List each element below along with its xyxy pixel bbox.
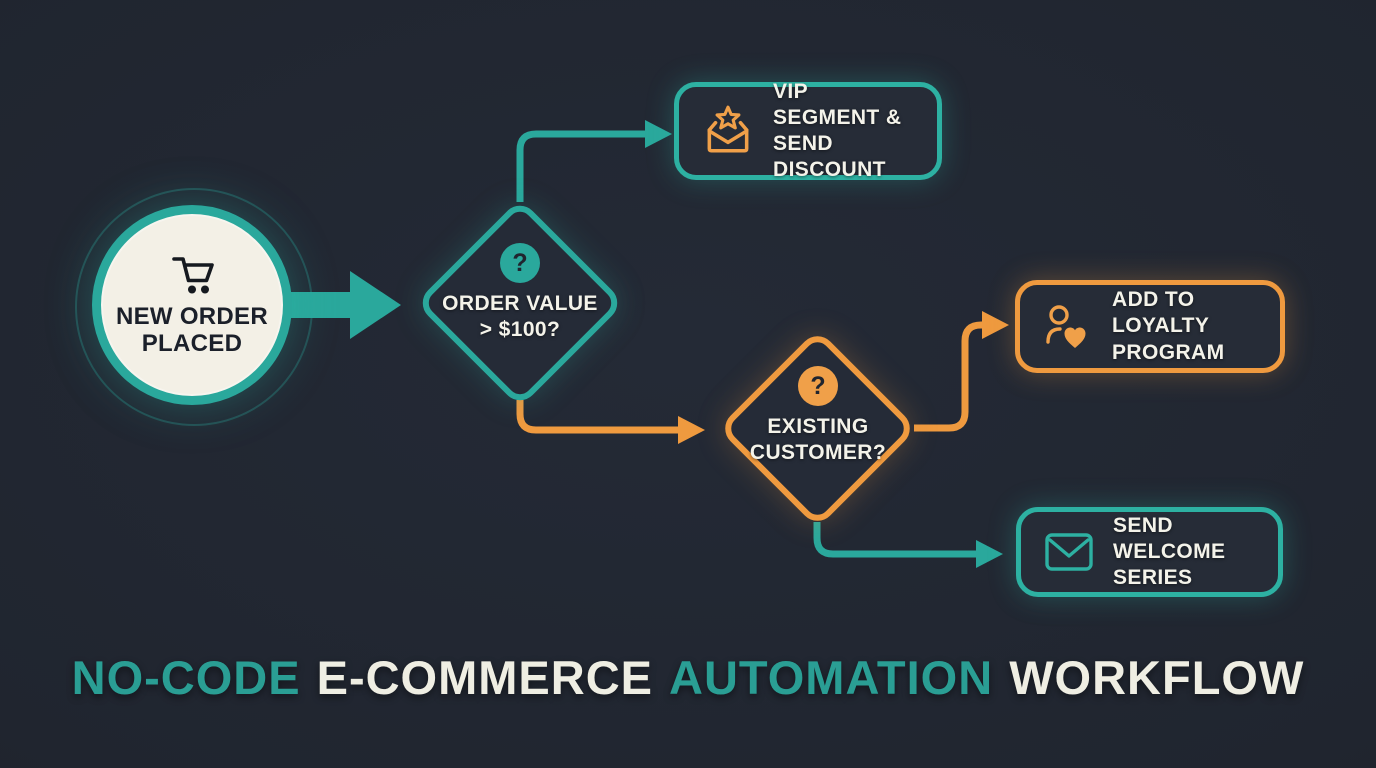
edge-start-to-decision1 <box>286 271 401 339</box>
action-vip-line2: SEND DISCOUNT <box>773 132 886 182</box>
decision2-label-line2: CUSTOMER? <box>749 440 887 464</box>
decision1-label-line2: > $100? <box>479 317 561 341</box>
edge-decision1-to-decision2 <box>516 400 705 444</box>
action-welcome-line1: SEND WELCOME <box>1113 513 1226 563</box>
action-loyalty-label: ADD TO LOYALTY PROGRAM <box>1112 287 1262 366</box>
star-envelope-icon <box>701 103 755 159</box>
envelope-icon <box>1043 531 1095 573</box>
start-label-line1: NEW ORDER <box>115 303 269 331</box>
action-loyalty-line1: ADD TO LOYALTY <box>1112 288 1210 338</box>
action-loyalty-line2: PROGRAM <box>1112 340 1225 364</box>
title-part-automation: AUTOMATION <box>669 651 994 704</box>
edge-decision1-to-vip <box>516 120 672 202</box>
start-node-outer-ring <box>75 188 313 426</box>
decision1-label: ORDER VALUE > $100? <box>442 291 598 342</box>
person-heart-icon <box>1042 302 1094 352</box>
action-welcome-box: SEND WELCOME SERIES <box>1016 507 1283 597</box>
question-mark-icon: ? <box>798 366 838 406</box>
title-part-nocode: NO-CODE <box>71 651 301 704</box>
action-vip-box: VIP SEGMENT & SEND DISCOUNT <box>674 80 942 181</box>
title-part-ecommerce: E-COMMERCE <box>316 651 653 704</box>
diagram-title: NO-CODE E-COMMERCE AUTOMATION WORKFLOW <box>0 650 1376 705</box>
decision1-label-line1: ORDER VALUE <box>442 292 598 315</box>
start-node-label: NEW ORDER PLACED <box>115 303 269 358</box>
action-welcome-label: SEND WELCOME SERIES <box>1113 513 1260 592</box>
action-loyalty-box: ADD TO LOYALTY PROGRAM <box>1015 280 1285 373</box>
title-part-workflow: WORKFLOW <box>1009 651 1305 704</box>
shopping-cart-icon <box>165 252 219 300</box>
edge-decision2-to-loyalty <box>914 311 1009 432</box>
decision1-content: ? ORDER VALUE > $100? <box>430 243 610 342</box>
start-label-line2: PLACED <box>141 330 243 357</box>
start-node: NEW ORDER PLACED <box>92 205 292 405</box>
question-mark-icon: ? <box>500 243 540 283</box>
action-vip-label: VIP SEGMENT & SEND DISCOUNT <box>773 79 919 184</box>
action-welcome-line2: SERIES <box>1113 566 1193 590</box>
decision2-content: ? EXISTING CUSTOMER? <box>728 366 908 465</box>
decision2-label: EXISTING CUSTOMER? <box>750 414 886 465</box>
edge-decision2-to-welcome <box>813 522 1003 568</box>
action-vip-line1: VIP SEGMENT & <box>773 79 902 129</box>
decision2-label-line1: EXISTING <box>767 415 869 438</box>
